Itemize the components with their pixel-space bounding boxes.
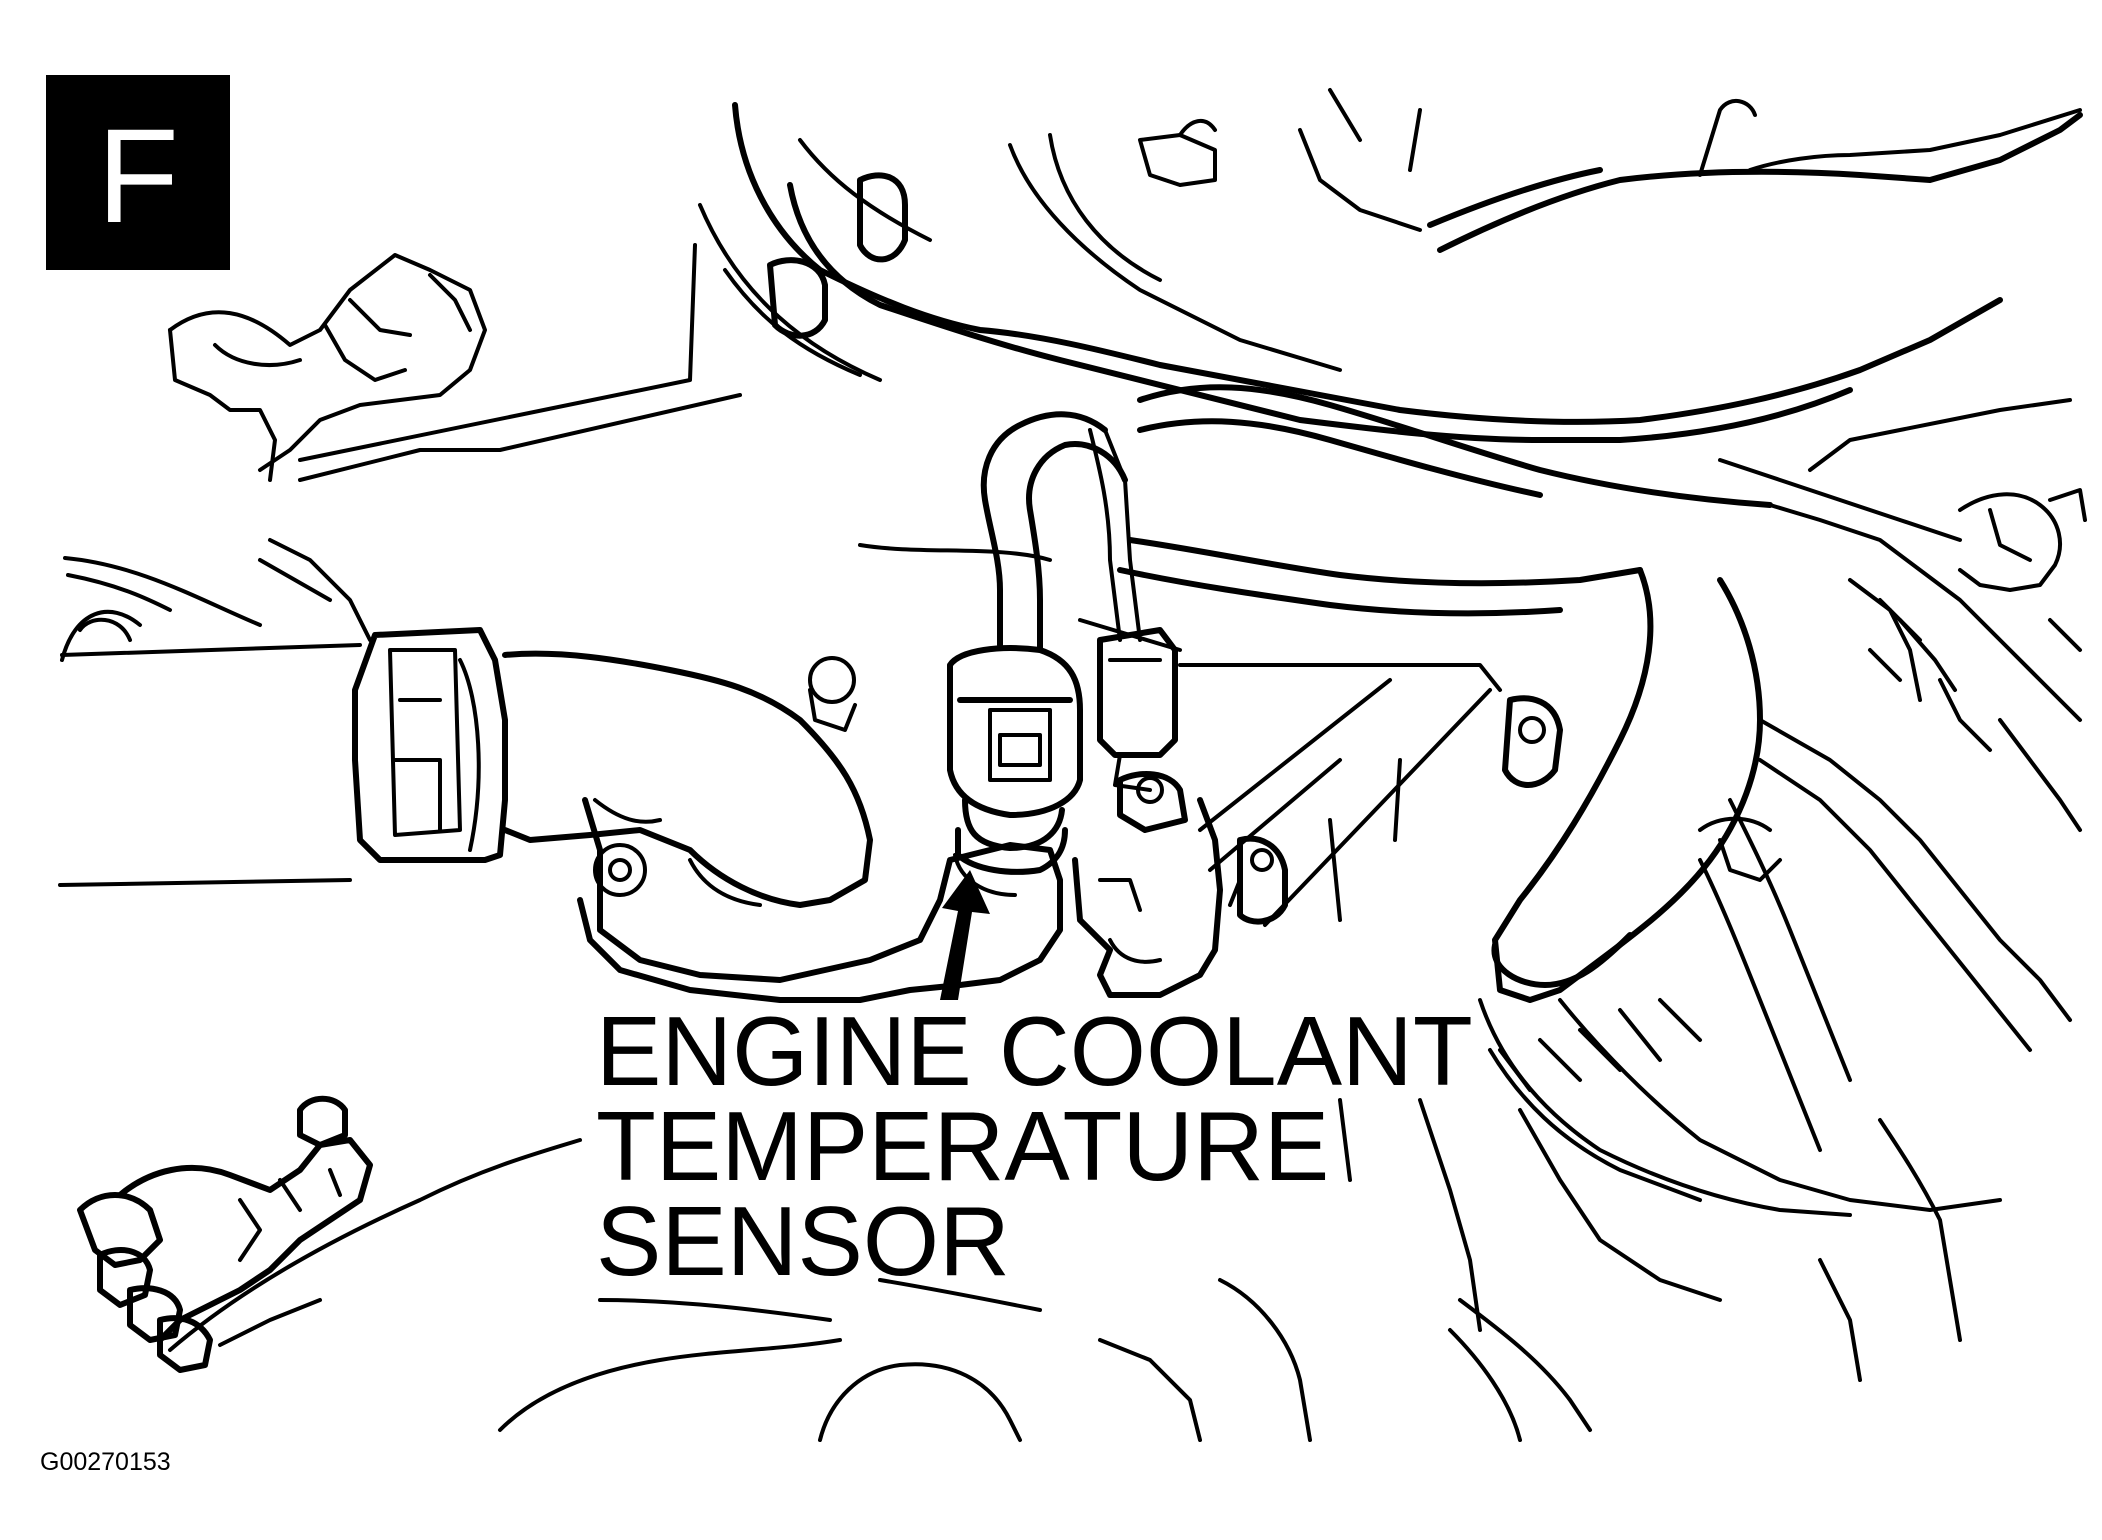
callout-line-2: TEMPERATURE [596,1091,1329,1201]
callout-line-3: SENSOR [596,1186,1010,1296]
panel-letter: F [97,102,179,251]
coolant-temperature-sensor [947,645,1083,897]
engine-line-art [58,88,2087,1442]
figure-id: G00270153 [40,1448,171,1476]
callout-label: ENGINE COOLANT TEMPERATURE SENSOR [596,996,1473,1296]
panel-letter-badge: F [46,75,230,270]
callout-line-1: ENGINE COOLANT [596,996,1473,1106]
callout-arrow [940,870,990,1000]
